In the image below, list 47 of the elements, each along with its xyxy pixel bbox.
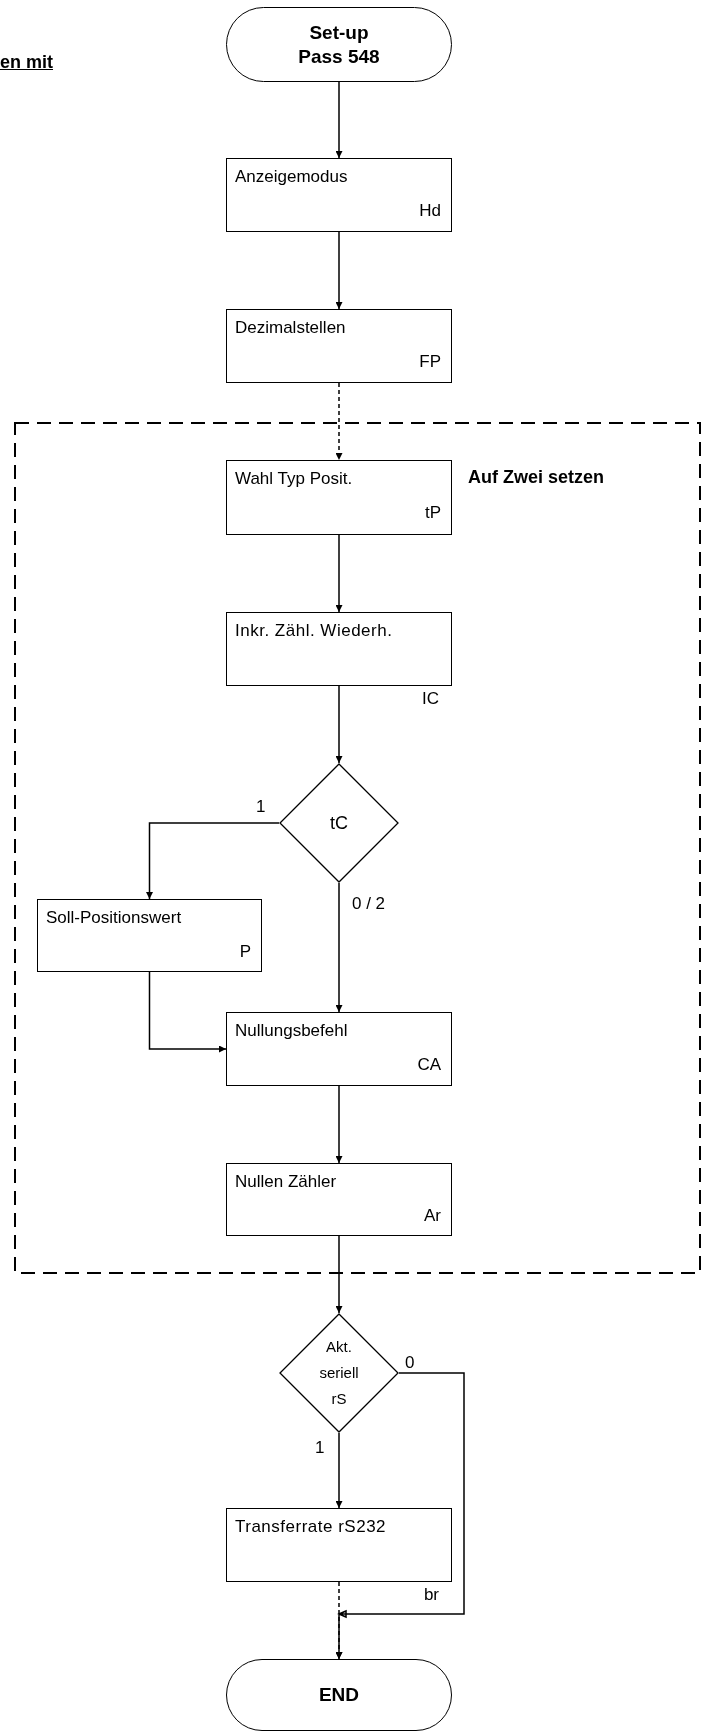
edge-label: 1 bbox=[256, 797, 266, 817]
step-label: Nullen Zähler bbox=[235, 1172, 338, 1192]
arrow bbox=[335, 382, 343, 461]
edge-label: 0 / 2 bbox=[352, 894, 386, 914]
dashed-group-frame bbox=[15, 423, 700, 1273]
arrow bbox=[146, 822, 280, 900]
step-label: Soll-Positionswert bbox=[46, 908, 183, 928]
process-box bbox=[226, 460, 452, 535]
arrow bbox=[335, 685, 343, 764]
step-label: Nullungsbefehl bbox=[235, 1021, 349, 1041]
process-box bbox=[226, 1012, 452, 1086]
decision-label: tC bbox=[329, 813, 349, 833]
step-label: Wahl Typ Posit. bbox=[235, 469, 354, 489]
terminal-label: Set-up Pass 548 bbox=[297, 20, 381, 69]
parameter-code: Ar bbox=[424, 1206, 441, 1226]
decision-diamond bbox=[279, 1313, 399, 1433]
arrow bbox=[335, 1432, 343, 1509]
edge-label: 1 bbox=[315, 1438, 325, 1458]
heading-fragment: en mit bbox=[0, 52, 53, 72]
arrow bbox=[335, 534, 343, 613]
parameter-code: FP bbox=[419, 352, 441, 372]
step-label: Anzeigemodus bbox=[235, 167, 349, 187]
decision-label: Akt. seriell rS bbox=[318, 1337, 360, 1409]
step-label: Transferrate rS232 bbox=[235, 1517, 388, 1537]
decision-diamond bbox=[279, 763, 399, 883]
terminal-label: END bbox=[318, 1683, 360, 1707]
arrow bbox=[335, 81, 343, 159]
step-label: Inkr. Zähl. Wiederh. bbox=[235, 621, 394, 641]
arrow bbox=[335, 882, 343, 1013]
process-box bbox=[226, 158, 452, 232]
process-box bbox=[226, 309, 452, 383]
step-label: Dezimalstellen bbox=[235, 318, 347, 338]
parameter-code: tP bbox=[424, 503, 441, 523]
parameter-code: br bbox=[423, 1585, 439, 1605]
arrow bbox=[335, 231, 343, 310]
parameter-code: Hd bbox=[419, 201, 441, 221]
arrow bbox=[335, 1085, 343, 1164]
edge-label: 0 bbox=[405, 1353, 415, 1373]
arrow bbox=[335, 1372, 465, 1660]
parameter-code: IC bbox=[422, 689, 439, 709]
arrow bbox=[335, 1235, 343, 1314]
group-label: Auf Zwei setzen bbox=[468, 467, 605, 487]
process-box bbox=[226, 1163, 452, 1236]
parameter-code: P bbox=[239, 942, 251, 962]
arrow bbox=[148, 971, 227, 1053]
process-box bbox=[37, 899, 262, 972]
parameter-code: CA bbox=[417, 1055, 441, 1075]
